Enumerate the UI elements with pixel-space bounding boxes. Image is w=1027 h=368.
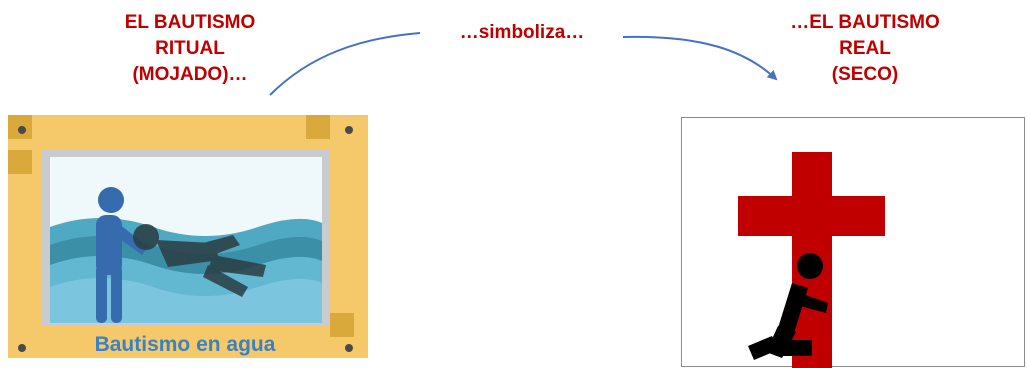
baptized-leg-2 <box>203 265 248 297</box>
real-label-line-2: REAL <box>839 38 891 59</box>
left-connector-curve <box>269 32 421 96</box>
baptized-head <box>133 224 159 250</box>
real-baptism-panel <box>681 117 1025 368</box>
real-label-line-1: …EL BAUTISMO <box>790 12 940 33</box>
baptized-arm <box>203 235 240 255</box>
frame-screw-bl <box>18 344 26 352</box>
cross-scene <box>738 152 885 368</box>
baptizer-leg-left <box>96 265 107 323</box>
right-connector-arrow <box>622 35 778 81</box>
baptized-leg-1 <box>208 255 266 277</box>
cross-icon <box>738 152 885 368</box>
kneeling-person-icon <box>748 253 828 360</box>
connector-arrows <box>269 32 778 96</box>
frame-screw-br <box>345 344 353 352</box>
baptism-caption: Bautismo en agua <box>94 333 276 356</box>
baptizer-leg-right <box>111 265 122 323</box>
ritual-label-line-3: (MOJADO)… <box>132 64 248 85</box>
frame-screw-tl <box>18 126 26 134</box>
symbolizes-label: …simboliza… <box>459 22 585 43</box>
ritual-label-line-1: EL BAUTISMO <box>124 12 256 33</box>
baptized-body <box>156 240 220 267</box>
real-label-line-3: (SECO) <box>831 64 899 85</box>
frame-corner-bl <box>8 150 32 174</box>
frame-screw-tr <box>345 126 353 134</box>
ritual-baptism-label: EL BAUTISMO RITUAL (MOJADO)… <box>95 10 285 88</box>
baptizer-head <box>98 187 124 213</box>
frame-corner-tr <box>306 115 330 139</box>
baptism-scene-icon <box>50 157 322 323</box>
frame-corner-br <box>330 313 354 337</box>
real-baptism-label: …EL BAUTISMO REAL (SECO) <box>760 10 970 88</box>
baptism-picture-frame <box>8 115 368 358</box>
ritual-label-line-2: RITUAL <box>155 38 225 59</box>
